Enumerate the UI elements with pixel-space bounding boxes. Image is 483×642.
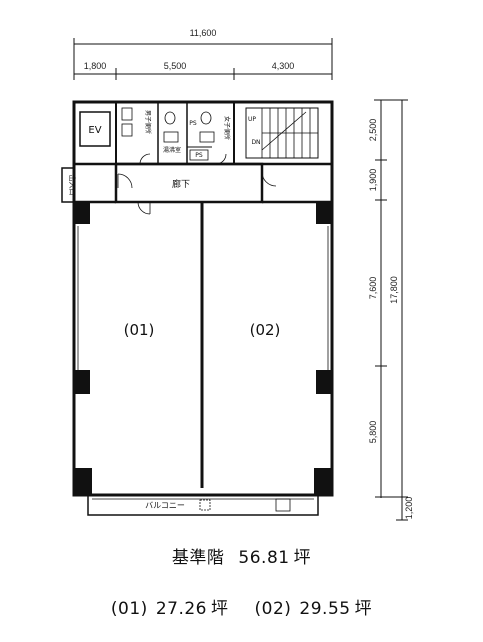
toilet-f-label: 女子便所 <box>223 116 231 140</box>
stair-dn-label: DN <box>251 139 260 146</box>
floor-label: 基準階 <box>171 548 225 568</box>
kitchen-label: 湯沸室 <box>163 146 181 154</box>
right-seg-2-dim: 1,900 <box>368 169 378 192</box>
ps-label-2: PS <box>195 152 203 159</box>
floor-area-unit: 坪 <box>293 548 312 568</box>
unit-02-area: 29.55 <box>299 599 351 619</box>
unit-02-label: (02) <box>250 321 281 339</box>
balcony-outline <box>87 494 319 516</box>
right-seg-1-dim: 2,500 <box>368 119 378 142</box>
columns <box>74 202 332 495</box>
balcony-label: バルコニー <box>145 501 185 510</box>
right-seg-4-dim: 5,800 <box>368 421 378 444</box>
right-seg-3-dim: 7,600 <box>368 277 378 300</box>
stair-up-label: UP <box>248 116 256 123</box>
top-seg-3-dim: 4,300 <box>272 61 295 71</box>
elevator-label: EV <box>88 125 101 136</box>
unit-01-area: 27.26 <box>155 599 207 619</box>
unit-01-id: (01) <box>110 599 148 619</box>
toilet-m-label: 男子便所 <box>144 110 152 134</box>
exit-label: 出入口 <box>68 175 77 196</box>
elevator-shaft <box>79 111 111 147</box>
unit-02-id: (02) <box>254 599 292 619</box>
right-seg-5-dim: 1,200 <box>404 497 414 520</box>
floor-area-value: 56.81 <box>238 548 290 568</box>
unit-01-label: (01) <box>124 321 155 339</box>
corridor-label: 廊下 <box>172 178 190 190</box>
ps-label-1: PS <box>189 120 197 127</box>
floor-plan: 11,600 1,800 5,500 4,300 2,500 1,900 7,6… <box>61 28 414 521</box>
top-seg-2-dim: 5,500 <box>164 61 187 71</box>
unit-01-area-unit: 坪 <box>211 599 229 619</box>
unit-02-area-unit: 坪 <box>354 599 373 619</box>
top-seg-1-dim: 1,800 <box>84 61 107 71</box>
right-total-dim: 17,800 <box>389 276 399 304</box>
exit-box <box>61 167 75 203</box>
top-total-dim: 11,600 <box>190 28 217 38</box>
